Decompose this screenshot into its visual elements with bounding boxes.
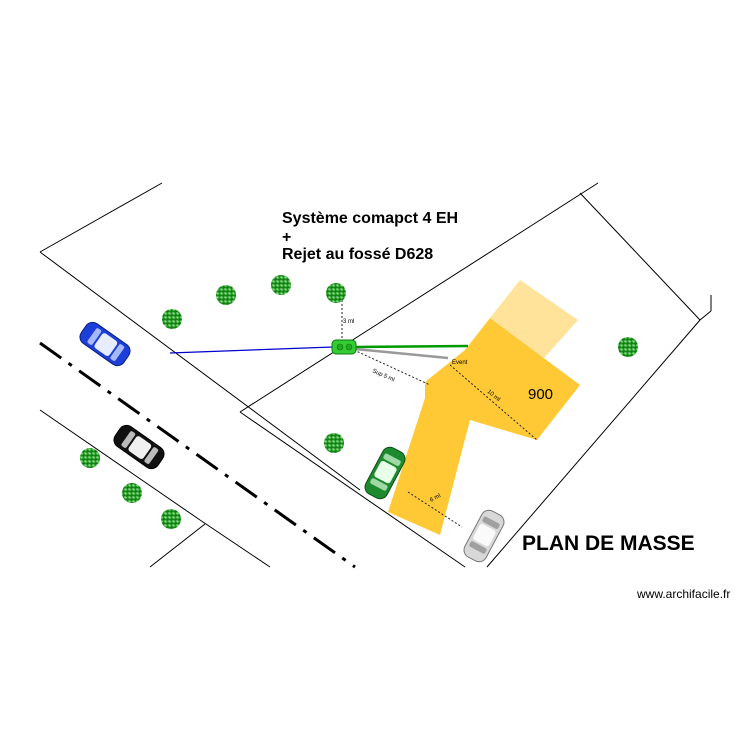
dimension-line-sup5ml bbox=[353, 349, 431, 386]
dimension-lines bbox=[341, 300, 538, 528]
house-main bbox=[388, 318, 580, 535]
car-icon bbox=[364, 446, 406, 500]
house-area-label: 900 bbox=[528, 386, 553, 403]
parcel-edge-far-east bbox=[699, 310, 712, 321]
parcel-edge-west bbox=[239, 182, 599, 413]
dimension-label-sup5ml: Sup 5 ml bbox=[371, 368, 395, 383]
septic-tank-icon bbox=[331, 339, 357, 355]
car-icon bbox=[79, 321, 131, 367]
road-edge-south-branch bbox=[149, 523, 206, 568]
tree-icon bbox=[161, 509, 181, 529]
dimension-line-10ml bbox=[449, 364, 538, 441]
road-centerline bbox=[39, 341, 356, 569]
parcel-edge-southeast bbox=[486, 319, 701, 568]
dimension-label-6ml: 6 ml bbox=[429, 493, 442, 504]
tree-icon bbox=[80, 448, 100, 468]
tree-icon bbox=[216, 285, 236, 305]
outlet-pipe bbox=[169, 346, 334, 354]
vent-label: Event bbox=[452, 360, 468, 366]
vent-pipe bbox=[354, 347, 449, 360]
tree-icon bbox=[271, 275, 291, 295]
title-line-discharge: Rejet au fossé D628 bbox=[282, 246, 434, 263]
road-edge-south bbox=[39, 409, 201, 521]
tree-icon bbox=[618, 337, 638, 357]
car-icon bbox=[463, 509, 505, 563]
inlet-pipe bbox=[354, 344, 469, 349]
trees bbox=[80, 275, 638, 529]
title-line-system: Système comapct 4 EH bbox=[282, 210, 459, 227]
tree-icon bbox=[326, 283, 346, 303]
dimension-label-3ml: 3 ml bbox=[343, 319, 354, 325]
house-annex bbox=[490, 280, 578, 358]
house: 900 bbox=[388, 280, 580, 535]
parcel-boundaries bbox=[39, 182, 712, 568]
pipes bbox=[169, 344, 469, 360]
road-edge-north bbox=[39, 251, 361, 491]
tree-icon bbox=[324, 433, 344, 453]
tree-icon bbox=[122, 483, 142, 503]
parcel-edge-east bbox=[579, 192, 701, 321]
website-credit: www.archifacile.fr bbox=[637, 587, 731, 601]
car-icon bbox=[113, 424, 165, 470]
tree-icon bbox=[162, 309, 182, 329]
plan-title: PLAN DE MASSE bbox=[522, 532, 695, 555]
title-line-plus: + bbox=[282, 229, 292, 246]
dimension-line-6ml bbox=[407, 491, 463, 528]
parcel-edge-diagonal bbox=[239, 411, 466, 568]
road-edge-south-2 bbox=[199, 519, 271, 568]
road-edge-north-upper bbox=[39, 182, 163, 253]
